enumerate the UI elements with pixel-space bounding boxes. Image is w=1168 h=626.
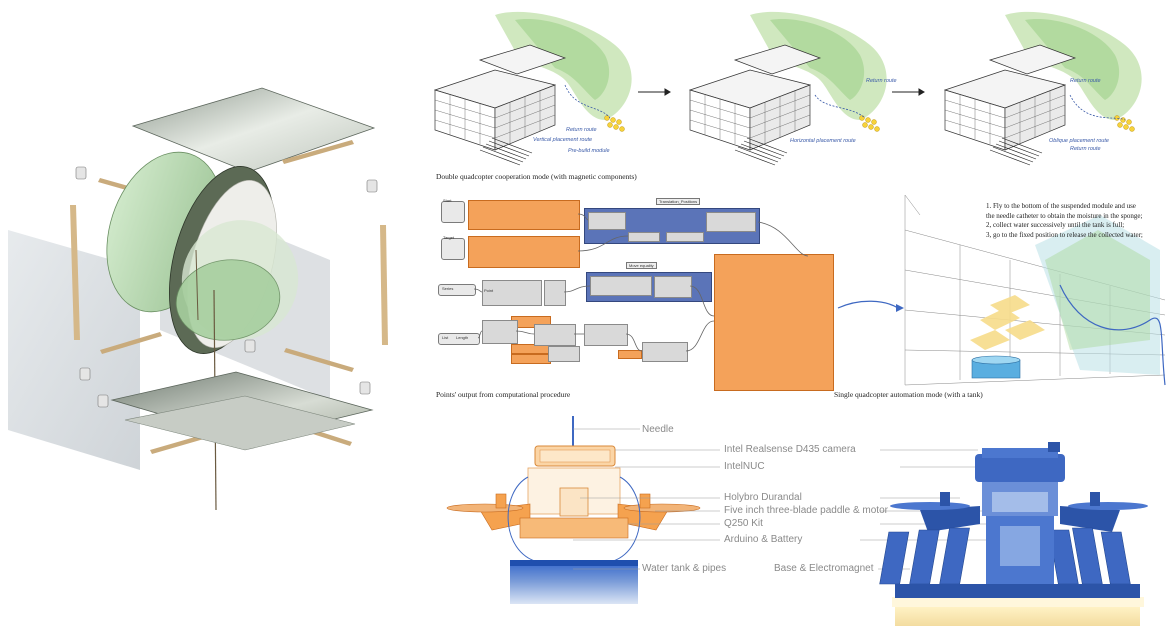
label-intelnuc: IntelNUC	[724, 461, 765, 472]
label-camera: Intel Realsense D435 camera	[724, 444, 856, 455]
label-durandal: Holybro Durandal	[724, 492, 802, 503]
route-label: Horizontal placement route	[790, 138, 856, 144]
start-points-panel	[468, 200, 580, 230]
route-label: Return route	[1070, 146, 1101, 152]
component-addition	[584, 324, 628, 346]
component-divide	[666, 232, 704, 242]
back-glass-panel	[8, 230, 140, 470]
step-line: the needle catheter to obtain the moistu…	[986, 211, 1143, 220]
component-label: Point	[484, 288, 494, 293]
route-label: Pre-build module	[568, 148, 610, 154]
component-vector	[588, 212, 626, 230]
component-xyz	[544, 280, 566, 306]
param-label: Series	[442, 286, 454, 291]
grasshopper-definition: Start Target Series List Length Translat…	[436, 196, 836, 391]
param-label: Start	[443, 198, 452, 203]
top-plate	[131, 87, 376, 173]
component-vector	[482, 320, 518, 344]
drone-component-diagram	[446, 416, 1148, 626]
value-panel	[618, 350, 642, 359]
component-division	[534, 324, 576, 346]
param-label: Target	[443, 235, 455, 240]
output-points-panel	[714, 254, 834, 391]
component-series	[590, 276, 652, 296]
caption-single-mode: Single quadcopter automation mode (with …	[834, 390, 983, 399]
caption-double-mode: Double quadcopter cooperation mode (with…	[436, 172, 637, 181]
caption-points-output: Points' output from computational proced…	[436, 390, 571, 399]
param-series	[438, 284, 476, 296]
component-move	[706, 212, 756, 232]
component-multiplication	[548, 346, 580, 362]
step-line: 2, collect water successively until the …	[986, 221, 1125, 229]
group-label: Translation_Positions	[656, 198, 701, 205]
route-label: Return route	[566, 127, 597, 133]
label-paddle-motor: Five inch three-blade paddle & motor	[724, 505, 888, 516]
target-points-panel	[468, 236, 580, 268]
route-label: Return route	[1070, 78, 1101, 84]
group-label: Move equality	[626, 262, 657, 269]
step-line: 1. Fly to the bottom of the suspended mo…	[986, 202, 1136, 210]
label-water-tank: Water tank & pipes	[642, 563, 727, 574]
building-panels	[433, 11, 1142, 166]
step-line: 3, go to the fixed position to release t…	[986, 230, 1143, 239]
param-target	[441, 238, 465, 260]
route-label: Vertical placement route	[533, 137, 593, 143]
label-needle: Needle	[642, 424, 674, 435]
param-label: Length	[456, 335, 469, 340]
automation-steps: 1. Fly to the bottom of the suspended mo…	[986, 202, 1166, 240]
label-q250-kit: Q250 Kit	[724, 518, 763, 529]
route-label: Oblique placement route	[1049, 138, 1109, 144]
label-arduino-battery: Arduino & Battery	[724, 534, 803, 545]
component-series	[628, 232, 660, 242]
route-label: Return route	[866, 78, 897, 84]
label-base-electromagnet: Base & Electromagnet	[774, 563, 874, 574]
component-move	[642, 342, 688, 362]
param-list-length	[438, 333, 480, 345]
component-construct-point	[482, 280, 542, 306]
param-start	[441, 201, 465, 223]
param-label: List	[442, 335, 449, 340]
component-result	[654, 276, 692, 298]
single-quadcopter-scene	[837, 194, 1166, 386]
exploded-module-illustration	[8, 87, 388, 511]
